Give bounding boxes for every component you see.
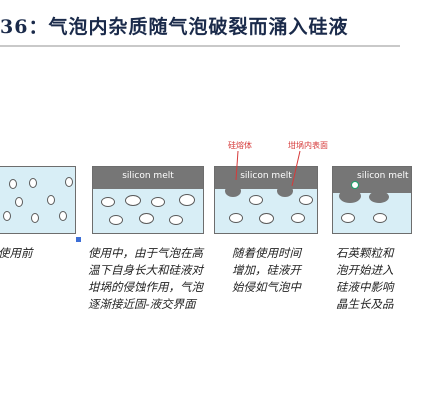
bubble (169, 215, 183, 225)
caption-in-use: 使用中，由于气泡在高 温下自身长大和硅液对 坩埚的侵蚀作用，气泡 逐渐接近固-液… (88, 246, 203, 311)
leader-line-b (291, 150, 301, 187)
bubble (291, 213, 305, 223)
title-divider (0, 45, 400, 47)
melt-intrusion (369, 191, 389, 203)
stage-melt-intrudes: silicon melt (214, 166, 318, 234)
annotation-leader-lines (235, 150, 301, 187)
stage-before-use (0, 166, 76, 234)
silicon-melt-layer: silicon melt (333, 167, 411, 193)
bubble (229, 213, 243, 223)
bubble (3, 211, 11, 221)
caption-before-use: 使用前 (0, 246, 33, 260)
stage-particles-enter: silicon melt (332, 166, 412, 234)
bubble (259, 213, 274, 224)
bubble (31, 213, 39, 223)
melt-label: silicon melt (122, 171, 174, 181)
silicon-melt-layer: silicon melt (93, 167, 203, 189)
bubble (139, 213, 154, 224)
bubble (101, 197, 115, 207)
bubble (179, 194, 195, 206)
melt-intrusion (225, 185, 241, 197)
caption-melt-intrudes: 随着使用时间 增加，硅液开 始侵如气泡中 (232, 246, 301, 294)
quartz-particle (351, 181, 359, 189)
bubble (125, 195, 141, 206)
bubble (47, 195, 55, 205)
melt-intrusion (277, 185, 293, 197)
bubble (65, 177, 73, 187)
annotation-label-b: 坩埚内表面 (288, 141, 328, 150)
annotation-label-a: 硅熔体 (228, 141, 252, 150)
melt-label: silicon melt (357, 171, 409, 181)
stage-in-use: silicon melt (92, 166, 204, 234)
figure-title: 36：气泡内杂质随气泡破裂而涌入硅液 (0, 16, 349, 38)
caption-particles-enter: 石英颗粒和 泡开始进入 硅液中影响 晶生长及品 (336, 246, 394, 311)
silicon-melt-layer: silicon melt (215, 167, 317, 189)
leader-line-a (235, 150, 239, 181)
bubble (249, 195, 263, 205)
bubble (9, 179, 17, 189)
selection-handle (76, 237, 81, 242)
bubble (15, 197, 23, 207)
bubble (373, 213, 387, 223)
melt-intrusion (339, 189, 361, 203)
melt-label: silicon melt (240, 171, 292, 181)
bubble (59, 211, 67, 221)
bubble (109, 215, 123, 225)
bubble (299, 195, 313, 205)
bubble (341, 213, 355, 223)
bubble (151, 197, 165, 207)
bubble (29, 178, 37, 188)
